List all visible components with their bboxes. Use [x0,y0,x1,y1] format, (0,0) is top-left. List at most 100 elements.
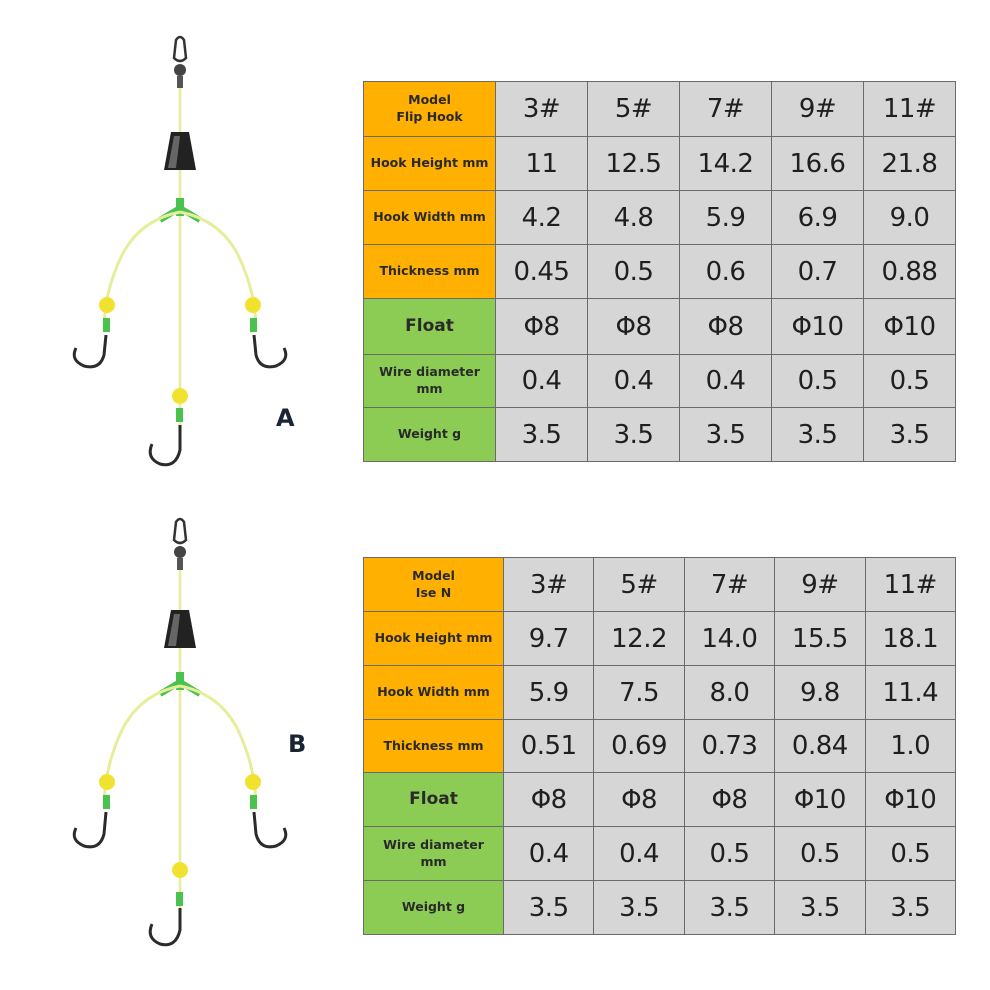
table-cell: 3.5 [587,407,680,462]
table-cell: 0.69 [593,719,685,773]
size-header: 11# [864,557,957,612]
row-label: Hook Width mm [363,190,496,245]
table-cell: 0.84 [774,719,866,773]
table-cell: 4.8 [587,190,680,245]
size-header: 9# [774,557,866,612]
table-cell: Φ10 [864,772,957,827]
model-label: Model [412,567,455,583]
table-cell: 7.5 [593,665,685,720]
table-row-weight: Weight g 3.5 3.5 3.5 3.5 3.5 [363,407,956,462]
size-header: 7# [679,81,772,137]
rig-illustration-a [40,30,330,500]
table-cell: 12.5 [587,136,680,191]
table-cell: 0.4 [587,354,680,408]
table-cell: 0.5 [864,826,957,881]
size-header: 3# [502,557,595,612]
row-label: Float [363,298,496,355]
table-cell: 0.51 [502,719,595,773]
row-label-line2: mm [416,381,443,396]
table-cell: 3.5 [771,407,864,462]
row-label: Hook Height mm [363,611,504,666]
table-cell: 0.5 [863,354,956,408]
table-cell: 0.45 [495,244,588,299]
table-cell: 15.5 [774,611,866,666]
table-row-float: Float Φ8 Φ8 Φ8 Φ10 Φ10 [363,298,956,355]
table-cell: 18.1 [864,611,957,666]
row-label: Hook Height mm [363,136,496,191]
table-row-wire-diameter: Wire diameter mm 0.4 0.4 0.4 0.5 0.5 [363,354,956,408]
table-cell: 11.4 [864,665,957,720]
table-cell: 3.5 [863,407,956,462]
model-label: Model [408,92,451,108]
table-cell: 16.6 [771,136,864,191]
table-cell: 11 [495,136,588,191]
table-cell: 14.2 [679,136,772,191]
table-cell: 0.73 [683,719,776,773]
row-label: Wire diameter mm [363,826,504,881]
table-cell: 5.9 [502,665,595,720]
table-cell: 4.2 [495,190,588,245]
table-cell: 3.5 [774,880,866,935]
table-cell: 12.2 [593,611,685,666]
table-cell: 0.4 [679,354,772,408]
table-header-row: Model Ise N 3# 5# 7# 9# 11# [363,557,957,612]
size-header: 11# [863,81,956,137]
table-cell: Φ10 [771,298,864,355]
table-row-hook-height: Hook Height mm 9.7 12.2 14.0 15.5 18.1 [363,611,957,666]
table-cell: Φ8 [502,772,595,827]
table-cell: 21.8 [863,136,956,191]
size-header: 7# [683,557,776,612]
table-row-thickness: Thickness mm 0.51 0.69 0.73 0.84 1.0 [363,719,957,773]
table-row-hook-width: Hook Width mm 4.2 4.8 5.9 6.9 9.0 [363,190,956,245]
row-label: Weight g [363,880,504,935]
row-label-line2: mm [420,853,447,869]
table-cell: Φ8 [495,298,588,355]
rig-label-a: A [276,404,295,432]
table-cell: 0.5 [771,354,864,408]
table-cell: 8.0 [683,665,776,720]
size-header: 9# [771,81,864,137]
table-cell: 0.7 [771,244,864,299]
table-cell: 3.5 [864,880,957,935]
table-header-row: Model Flip Hook 3# 5# 7# 9# 11# [363,81,956,137]
model-header-cell: Model Ise N [363,557,504,612]
table-cell: 3.5 [679,407,772,462]
table-row-wire-diameter: Wire diameter mm 0.4 0.4 0.5 0.5 0.5 [363,826,957,881]
table-cell: 14.0 [683,611,776,666]
row-label: Weight g [363,407,496,462]
spec-table-ise-n: Model Ise N 3# 5# 7# 9# 11# Hook Height … [363,557,957,935]
table-cell: Φ8 [593,772,685,827]
table-cell: Φ10 [774,772,866,827]
table-cell: Φ8 [683,772,776,827]
row-label: Thickness mm [363,244,496,299]
table-cell: 0.5 [683,826,776,881]
table-row-hook-height: Hook Height mm 11 12.5 14.2 16.6 21.8 [363,136,956,191]
table-cell: 0.4 [495,354,588,408]
table-cell: 9.0 [863,190,956,245]
size-header: 5# [587,81,680,137]
table-cell: 5.9 [679,190,772,245]
spec-table-flip-hook: Model Flip Hook 3# 5# 7# 9# 11# Hook Hei… [363,81,956,462]
table-cell: 6.9 [771,190,864,245]
table-row-thickness: Thickness mm 0.45 0.5 0.6 0.7 0.88 [363,244,956,299]
rig-label-b: B [288,730,307,758]
row-label: Wire diameter mm [363,354,496,408]
table-cell: Φ8 [587,298,680,355]
table-cell: 1.0 [864,719,957,773]
size-header: 3# [495,81,588,137]
table-cell: 0.5 [774,826,866,881]
table-cell: 3.5 [683,880,776,935]
row-label: Float [363,772,504,827]
table-cell: Φ8 [679,298,772,355]
row-label-line1: Wire diameter [383,836,484,852]
table-row-hook-width: Hook Width mm 5.9 7.5 8.0 9.8 11.4 [363,665,957,720]
table-cell: 0.88 [863,244,956,299]
table-cell: 3.5 [502,880,595,935]
table-cell: 0.5 [587,244,680,299]
model-name: Ise N [415,584,452,600]
row-label: Hook Width mm [363,665,504,720]
table-row-float: Float Φ8 Φ8 Φ8 Φ10 Φ10 [363,772,957,827]
row-label-line1: Wire diameter [379,364,480,380]
table-cell: 3.5 [593,880,685,935]
size-header: 5# [593,557,685,612]
